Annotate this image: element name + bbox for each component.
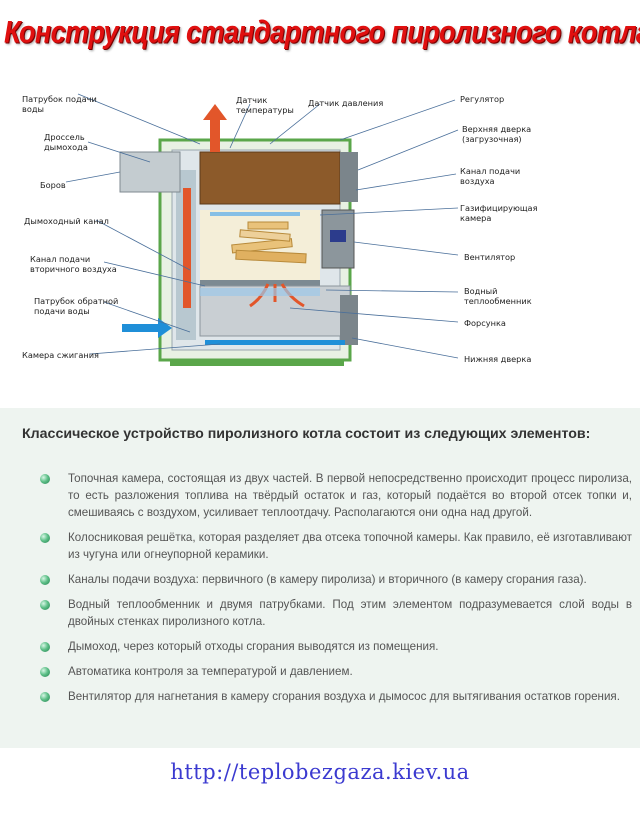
bullet-icon	[40, 533, 50, 543]
label-combustion-chamber: Камера сжигания	[22, 350, 99, 360]
list-item: Дымоход, через который отходы сгорания в…	[40, 638, 632, 655]
boiler-diagram	[65, 93, 459, 366]
fuel-logs	[231, 221, 307, 264]
page-title: Конструкция стандартного пиролизного кот…	[4, 14, 640, 50]
exhaust-arrow	[210, 118, 220, 152]
list-item: Колосниковая решётка, которая разделяет …	[40, 529, 632, 563]
label-temperature-sensor: Датчик температуры	[236, 95, 294, 115]
text-panel	[0, 408, 640, 748]
label-water-heat-exchanger: Водный теплообменник	[464, 286, 532, 306]
label-secondary-air-channel: Канал подачи вторичного воздуха	[30, 254, 117, 274]
intro-text: Классическое устройство пиролизного котл…	[22, 426, 591, 442]
flue-pipe	[119, 151, 181, 193]
label-water-supply-pipe: Патрубок подачи воды	[22, 94, 97, 114]
bullet-icon	[40, 600, 50, 610]
label-air-supply-channel: Канал подачи воздуха	[460, 166, 521, 186]
elements-list: Топочная камера, состоящая из двух часте…	[40, 470, 632, 713]
upper-door-shape	[340, 152, 358, 202]
lower-door-shape	[340, 295, 358, 345]
loading-chamber	[199, 151, 341, 205]
list-item: Каналы подачи воздуха: первичного (в кам…	[40, 571, 632, 588]
list-item: Автоматика контроля за температурой и да…	[40, 663, 632, 680]
bullet-icon	[40, 692, 50, 702]
bullet-icon	[40, 575, 50, 585]
label-pressure-sensor: Датчик давления	[308, 98, 384, 108]
label-return-water-pipe: Патрубок обратной подачи воды	[34, 296, 119, 316]
label-nozzle: Форсунка	[464, 318, 506, 328]
label-upper-door: Верхняя дверка (загрузочная)	[462, 124, 532, 144]
cold-flow-arrows	[122, 212, 345, 345]
grate	[200, 280, 320, 286]
label-fan: Вентилятор	[464, 252, 516, 262]
label-gasification-chamber: Газифицирующая камера	[460, 203, 538, 223]
list-item: Водный теплообменник и двумя патрубками.…	[40, 596, 632, 630]
list-item: Вентилятор для нагнетания в камеру сгора…	[40, 688, 632, 705]
label-hog: Боров	[40, 180, 66, 190]
footer-url[interactable]: http://teplobezgaza.kiev.ua	[170, 760, 470, 784]
bullet-icon	[40, 474, 50, 484]
list-item: Топочная камера, состоящая из двух часте…	[40, 470, 632, 521]
label-flue-channel: Дымоходный канал	[24, 216, 109, 226]
label-flue-throttle: Дроссель дымохода	[44, 132, 88, 152]
bullet-icon	[40, 667, 50, 677]
label-lower-door: Нижняя дверка	[464, 354, 532, 364]
bullet-icon	[40, 642, 50, 652]
label-regulator: Регулятор	[460, 94, 505, 104]
